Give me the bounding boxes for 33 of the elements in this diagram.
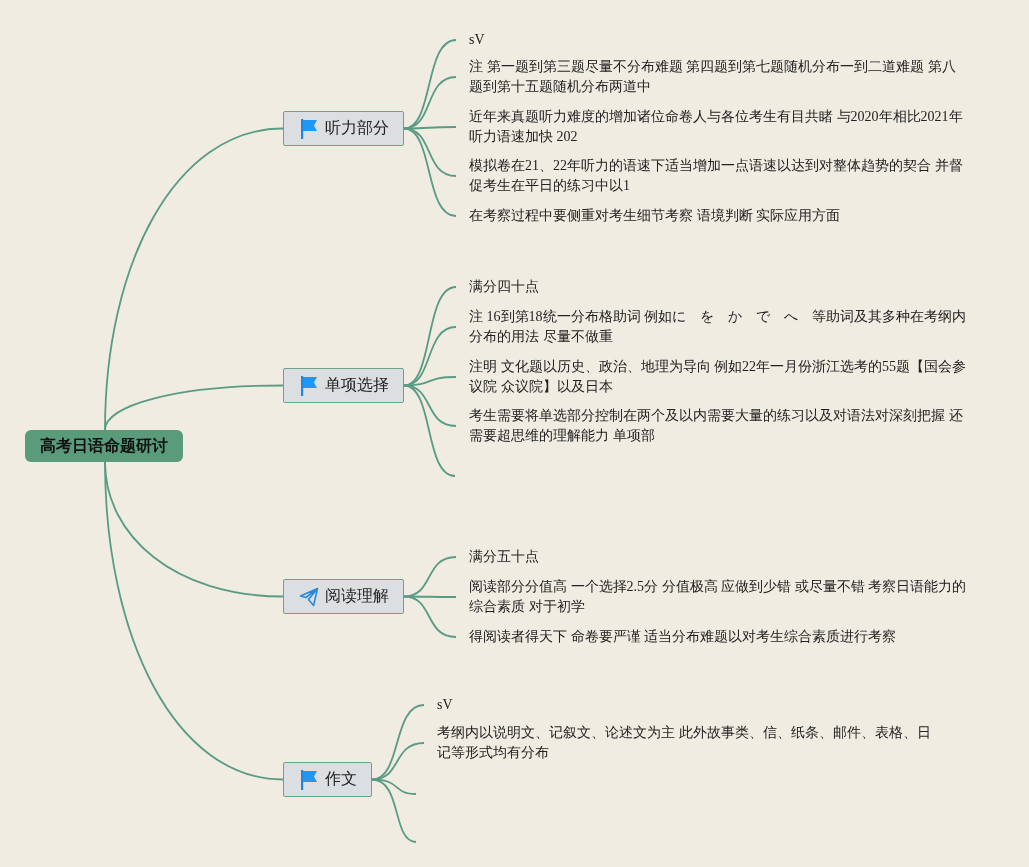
leaf-text: sV <box>456 30 969 50</box>
leaf-text: 在考察过程中要侧重对考生细节考察 语境判断 实际应用方面 <box>456 206 969 226</box>
topic-label: 阅读理解 <box>324 586 389 607</box>
branch-line <box>104 384 284 431</box>
leaf-text: 模拟卷在21、22年听力的语速下适当增加一点语速以达到对整体趋势的契合 并督促考生在平日的练习中以1 <box>456 156 969 196</box>
leaf-text: sV <box>424 695 937 715</box>
leaf-text: 满分四十点 <box>456 277 969 297</box>
branch-line <box>403 326 457 387</box>
leaf-text: 满分五十点 <box>456 547 969 567</box>
leaf-text: 考纲内以说明文、记叙文、论述文为主 此外故事类、信、纸条、邮件、表格、日记等形式均有分布 <box>424 723 937 763</box>
leaf-text: 得阅读者得天下 命卷要严谨 适当分布难题以对考生综合素质进行考察 <box>456 627 969 647</box>
branch-line <box>371 778 417 843</box>
branch-line <box>403 127 457 217</box>
branch-line <box>403 384 456 477</box>
topic-box <box>283 368 404 403</box>
branch-line <box>403 595 457 638</box>
topic-box <box>283 579 404 614</box>
leaf-text: 注 第一题到第三题尽量不分布难题 第四题到第七题随机分布一到二道难题 第八题到第十五题随机分布两道中 <box>456 57 969 97</box>
branch-line <box>403 556 457 598</box>
branch-line <box>371 742 425 781</box>
topic-label: 单项选择 <box>324 375 389 396</box>
leaf-text: 考生需要将单选部分控制在两个及以内需要大量的练习以及对语法对深刻把握 还需要超思维的理解能力 单项部 <box>456 406 969 446</box>
branch-line <box>104 461 284 781</box>
root-topic: 高考日语命题研讨 <box>25 430 183 462</box>
topic-box <box>283 111 404 146</box>
leaf-text: 注 16到第18统一分布格助词 例如に を か で へ 等助词及其多种在考纲内分布的用法 尽量不做重 <box>456 307 969 347</box>
topic-label: 听力部分 <box>324 118 389 139</box>
leaf-text: 注明 文化题以历史、政治、地理为导向 例如22年一月份浙江选考的55题【国会参议院 众议院】以及日本 <box>456 357 969 397</box>
topic-box <box>283 762 372 797</box>
topic-label: 作文 <box>324 769 357 790</box>
branch-line <box>403 76 457 130</box>
leaf-text: 阅读部分分值高 一个选择2.5分 分值极高 应做到少错 或尽量不错 考察日语能力的综合素质 对于初学 <box>456 577 969 617</box>
leaf-text: 近年来真题听力难度的增加诸位命卷人与各位考生有目共睹 与2020年相比2021年听力语速加快 202 <box>456 107 969 147</box>
